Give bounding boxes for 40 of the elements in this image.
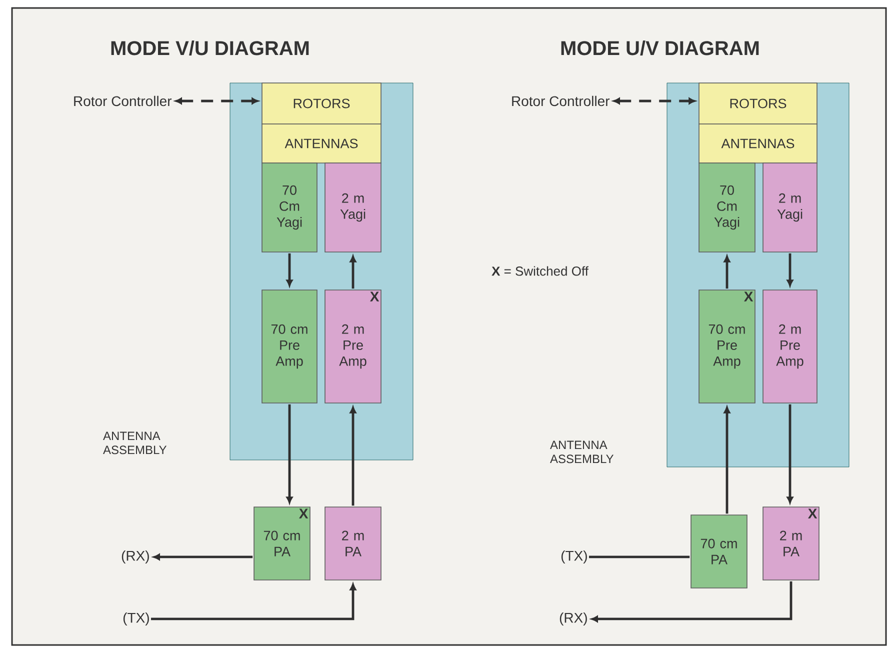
band-box: 2 m Yagi <box>762 162 818 252</box>
port-label: (RX) <box>122 550 149 564</box>
port-label: Rotor Controller <box>512 96 610 106</box>
block-box: ANTENNAS <box>262 124 382 164</box>
off-mark: X <box>299 508 308 518</box>
arrow <box>350 406 356 506</box>
block-box: ROTORS <box>698 82 818 124</box>
band-box: 70 cm PA <box>690 514 748 588</box>
legend-note: X = Switched Off <box>492 266 588 276</box>
arrow <box>153 554 253 560</box>
off-mark: X <box>808 508 818 518</box>
off-mark: X <box>370 292 380 302</box>
arrow <box>724 406 730 514</box>
arrow <box>286 253 293 286</box>
band-box: 2 m PA <box>324 506 382 580</box>
mode-heading: MODE U/V DIAGRAM <box>561 40 759 56</box>
port-label: (TX) <box>561 550 587 564</box>
mode-heading: MODE V/U DIAGRAM <box>111 40 309 56</box>
off-mark: X <box>744 292 754 302</box>
assembly-label: ANTENNA ASSEMBLY <box>103 432 167 454</box>
arrow <box>786 404 794 504</box>
band-box: 70 Cm Yagi <box>262 162 318 252</box>
port-label: Rotor Controller <box>74 96 172 106</box>
arrow <box>786 253 794 286</box>
band-box: 2 m Yagi <box>324 162 382 252</box>
arrow <box>175 98 258 104</box>
arrow <box>613 98 696 104</box>
block-box: ANTENNAS <box>698 124 818 164</box>
arrow <box>151 584 356 620</box>
block-box: ROTORS <box>262 82 382 124</box>
arrow <box>591 581 792 622</box>
band-box: 2 m Pre Amp <box>762 290 818 404</box>
port-label: (TX) <box>123 612 149 626</box>
arrow <box>286 404 293 504</box>
assembly-label: ANTENNA ASSEMBLY <box>550 440 614 464</box>
band-box: 70 cm Pre Amp <box>262 290 318 404</box>
band-box: 70 Cm Yagi <box>698 162 756 252</box>
port-label: (RX) <box>560 612 587 626</box>
arrow <box>724 256 730 289</box>
arrow <box>350 256 356 289</box>
